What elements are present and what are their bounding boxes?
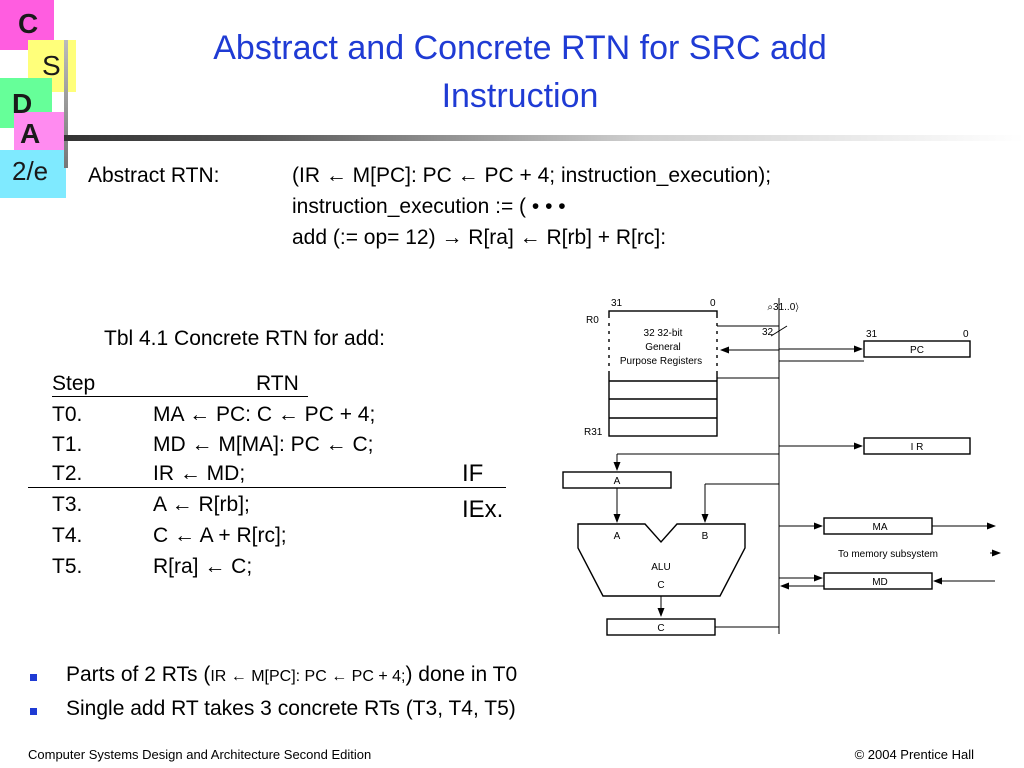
bullet-1-post: ) done in T0 bbox=[405, 663, 518, 686]
md-register bbox=[823, 572, 933, 590]
a-register-label: A bbox=[614, 476, 621, 487]
logo-letter-a: A bbox=[20, 118, 41, 149]
register-file-box bbox=[608, 310, 718, 437]
table-row-rtn: C ← A + R[rc]; bbox=[153, 524, 287, 547]
logo-letter-2e: 2/e bbox=[12, 156, 49, 186]
alu-label: ALU bbox=[651, 562, 670, 573]
table-row-step: T2. bbox=[52, 462, 83, 485]
table-row-rtn: IR ← MD; bbox=[153, 462, 246, 485]
phase-label-iex: IEx. bbox=[462, 496, 504, 523]
bullet-1: Parts of 2 RTs (IR ← M[PC]: PC ← PC + 4;… bbox=[66, 663, 517, 687]
label-r31: R31 bbox=[584, 427, 603, 438]
ma-label: MA bbox=[873, 522, 888, 533]
logo-block-cyan bbox=[0, 150, 66, 198]
alu-input-a: A bbox=[614, 531, 621, 542]
slide-title-line2: Instruction bbox=[441, 77, 599, 115]
table-row-step: T1. bbox=[52, 433, 83, 456]
regfile-label-line1: 32 32-bit bbox=[644, 328, 683, 339]
ir-register bbox=[863, 437, 971, 455]
pc-bit-0: 0 bbox=[963, 329, 969, 340]
slide-title: Abstract and Concrete RTN for SRC add In… bbox=[110, 24, 930, 120]
table-row-step: T3. bbox=[52, 493, 83, 516]
slide-title-line1: Abstract and Concrete RTN for SRC add bbox=[213, 29, 827, 67]
abstract-rtn-line3: add (:= op= 12) → R[ra] ← R[rb] + R[rc]: bbox=[292, 226, 667, 249]
table-header-rtn: RTN bbox=[256, 372, 299, 395]
memory-label: To memory subsystem bbox=[838, 549, 938, 560]
pc-register bbox=[863, 340, 971, 358]
bullet-1-rtn: IR ← M[PC]: PC ← PC + 4; bbox=[210, 668, 406, 685]
bullet-2: Single add RT takes 3 concrete RTs (T3, … bbox=[66, 697, 516, 720]
table-row-rtn: R[ra] ← C; bbox=[153, 555, 253, 578]
footer-right: © 2004 Prentice Hall bbox=[854, 747, 974, 762]
footer-left: Computer Systems Design and Architecture… bbox=[28, 747, 372, 762]
logo-letter-s: S bbox=[42, 50, 61, 81]
bullet-icon bbox=[30, 708, 37, 715]
regfile-bit-0: 0 bbox=[710, 298, 716, 309]
alu-input-b: B bbox=[702, 531, 709, 542]
logo-letter-c: C bbox=[18, 8, 39, 39]
c-register-label: C bbox=[657, 623, 664, 634]
abstract-rtn-label: Abstract RTN: bbox=[88, 164, 220, 187]
abstract-rtn-line1: (IR ← M[PC]: PC ← PC + 4; instruction_ex… bbox=[292, 164, 772, 187]
bullet-icon bbox=[30, 674, 37, 681]
ir-label: I R bbox=[911, 442, 924, 453]
alu-output-c: C bbox=[657, 580, 664, 591]
table-row-step: T5. bbox=[52, 555, 83, 578]
table-row-rtn: MD ← M[MA]: PC ← C; bbox=[153, 433, 374, 456]
logo-vertical-rule bbox=[64, 40, 68, 168]
table-header-step: Step bbox=[52, 372, 96, 395]
phase-label-if: IF bbox=[462, 460, 484, 487]
logo-letter-d: D bbox=[12, 88, 33, 119]
title-divider bbox=[64, 135, 1024, 141]
abstract-rtn-line2: instruction_execution := ( • • • bbox=[292, 195, 566, 218]
table-phase-divider bbox=[28, 487, 506, 488]
pc-bit-31: 31 bbox=[866, 329, 878, 340]
regfile-label-line2: General bbox=[645, 342, 681, 353]
alu-shape bbox=[577, 523, 746, 597]
bus-width-label: 32 bbox=[762, 327, 774, 338]
table-row-step: T0. bbox=[52, 403, 83, 426]
pc-label: PC bbox=[910, 345, 924, 356]
table-row-rtn: A ← R[rb]; bbox=[153, 493, 250, 516]
label-r0: R0 bbox=[586, 315, 599, 326]
table-row-rtn: MA ← PC: C ← PC + 4; bbox=[153, 403, 376, 426]
regfile-bit-31: 31 bbox=[611, 298, 623, 309]
bus-range-label: ⌕31..0〉 bbox=[767, 302, 799, 313]
table-caption: Tbl 4.1 Concrete RTN for add: bbox=[104, 327, 385, 350]
table-row-step: T4. bbox=[52, 524, 83, 547]
bullet-1-pre: Parts of 2 RTs ( bbox=[66, 663, 211, 686]
regfile-label-line3: Purpose Registers bbox=[620, 356, 702, 367]
md-label: MD bbox=[872, 577, 888, 588]
table-header-underline bbox=[52, 396, 308, 397]
